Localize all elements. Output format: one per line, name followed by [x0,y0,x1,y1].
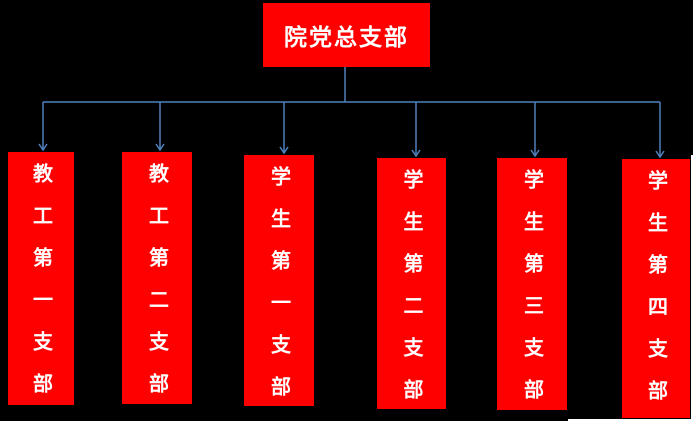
arrow-down-icon [279,146,289,155]
branch-node-1: 教工第一支部 [8,152,74,405]
branch-node-label: 学生第三支部 [520,169,543,410]
arrow-down-icon [655,150,665,159]
page-edge-bottom [568,419,693,421]
branch-node-6: 学生第四支部 [622,159,690,418]
drop-arrow-4 [411,102,421,158]
drop-arrow-3 [279,102,289,155]
branch-node-5: 学生第三支部 [497,158,567,410]
drop-arrow-1 [38,102,48,152]
arrow-down-icon [155,143,165,152]
branch-node-2: 教工第二支部 [122,152,192,404]
arrow-down-icon [530,149,540,158]
drop-arrow-2 [155,102,165,152]
drop-arrow-6 [655,102,665,159]
branch-node-label: 学生第一支部 [267,166,290,406]
drop-arrow-5 [530,102,540,158]
branch-node-label: 教工第一支部 [29,163,52,405]
root-node-label: 院党总支部 [284,24,409,50]
branch-node-label: 学生第二支部 [400,169,422,409]
arrow-down-icon [411,149,421,158]
arrow-down-icon [38,143,48,152]
branch-node-label: 教工第二支部 [145,163,168,404]
branch-node-4: 学生第二支部 [377,158,446,409]
branch-node-label: 学生第四支部 [644,170,667,418]
page-edge-right [691,155,693,421]
branch-node-3: 学生第一支部 [244,155,314,406]
root-node: 院党总支部 [263,3,430,67]
